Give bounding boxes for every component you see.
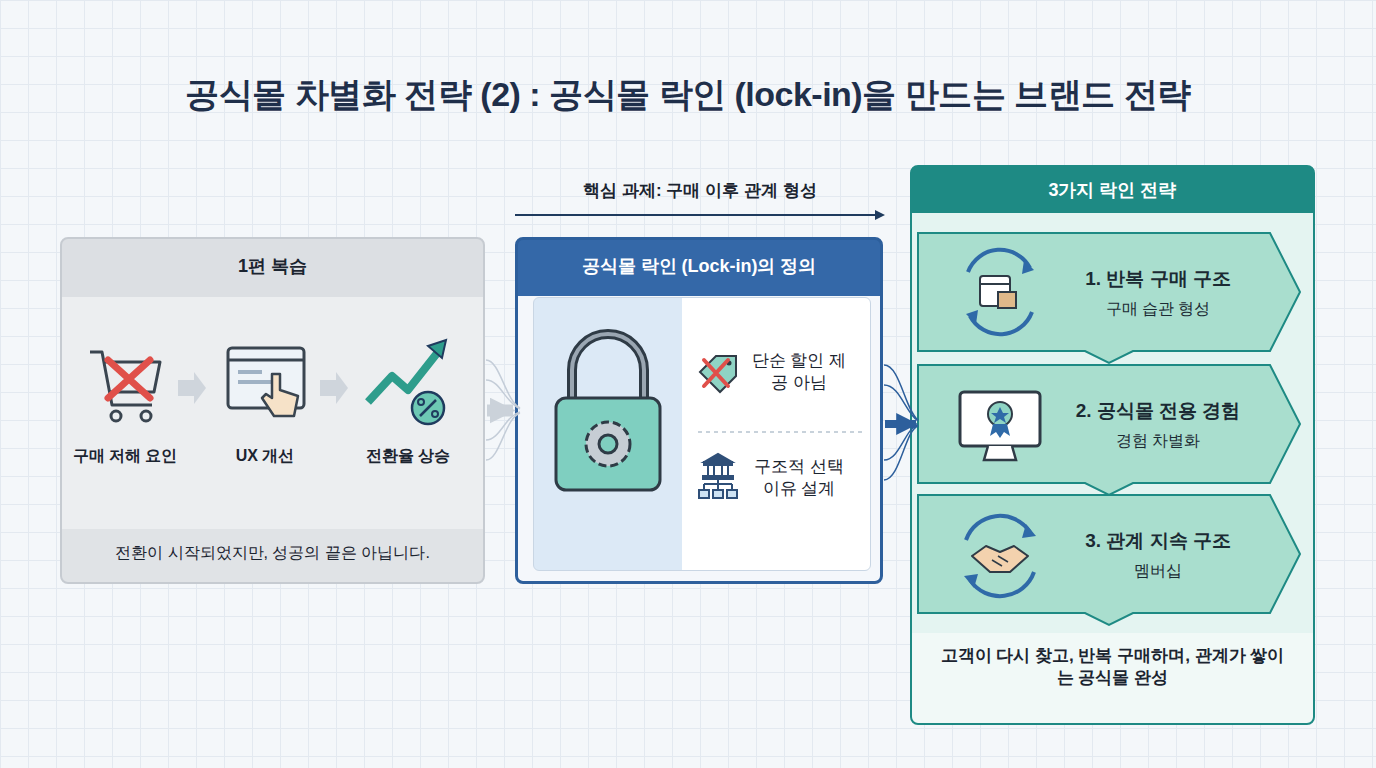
label: 구매 저해 요인: [55, 446, 195, 467]
label: UX 개선: [200, 446, 330, 467]
exclusive-screen-icon: [960, 392, 1040, 460]
lock-icon: [556, 334, 660, 490]
node-heading: 3가지 락인 전략: [912, 179, 1313, 202]
chevron-shape: [918, 233, 1300, 363]
node-heading: 공식몰 락인 (Lock-in)의 정의: [518, 255, 880, 278]
chevron-outline: [918, 495, 1300, 627]
chevron-shape: [918, 365, 1300, 495]
fan-lines: [486, 360, 520, 460]
repeat-calendar-icon: [966, 250, 1034, 334]
node-body: 고객이 다시 찾고, 반복 구매하며, 관계가 쌓이는 공식몰 완성: [937, 645, 1288, 689]
tag-icon: [700, 356, 736, 392]
label: 핵심 과제: 구매 이후 관계 형성: [515, 180, 885, 202]
browser-icon: [228, 348, 304, 416]
cart-icon: [90, 352, 160, 421]
divider: [698, 431, 862, 433]
diagram-title: 공식몰 차별화 전략 (2) : 공식몰 락인 (lock-in)을 만드는 브…: [20, 72, 1356, 116]
handshake-icon: [964, 516, 1036, 596]
node-body: 구조적 선택 이유 설계: [744, 456, 854, 500]
node-heading: 1. 반복 구매 구조: [1048, 267, 1268, 292]
node-body: 전환이 시작되었지만, 성공의 끝은 아닙니다.: [72, 543, 473, 564]
strategy-chevron: 1. 반복 구매 구조구매 습관 형성: [918, 233, 1300, 351]
chevron-shape: [918, 495, 1300, 625]
structure-icon: [699, 454, 737, 498]
node-heading: 1편 복습: [62, 255, 483, 278]
flow-arrow: [487, 405, 513, 417]
flow-arrow: [885, 420, 916, 428]
step-arrow: [178, 372, 206, 404]
growth-icon: [368, 340, 446, 424]
step-arrow: [320, 372, 348, 404]
node-heading: 2. 공식몰 전용 경험: [1048, 399, 1268, 424]
task-arrow: [515, 214, 883, 216]
fan-lines-blue: [884, 365, 918, 480]
chevron-outline: [918, 233, 1300, 365]
node-heading: 3. 관계 지속 구조: [1048, 529, 1268, 554]
label: 전환율 상승: [340, 446, 476, 467]
node-body: 경험 차별화: [1048, 431, 1268, 452]
node-body: 멤버십: [1048, 561, 1268, 582]
node-heading: 단순 할인 제공 아님: [744, 350, 854, 394]
node-body: 구매 습관 형성: [1048, 299, 1268, 320]
